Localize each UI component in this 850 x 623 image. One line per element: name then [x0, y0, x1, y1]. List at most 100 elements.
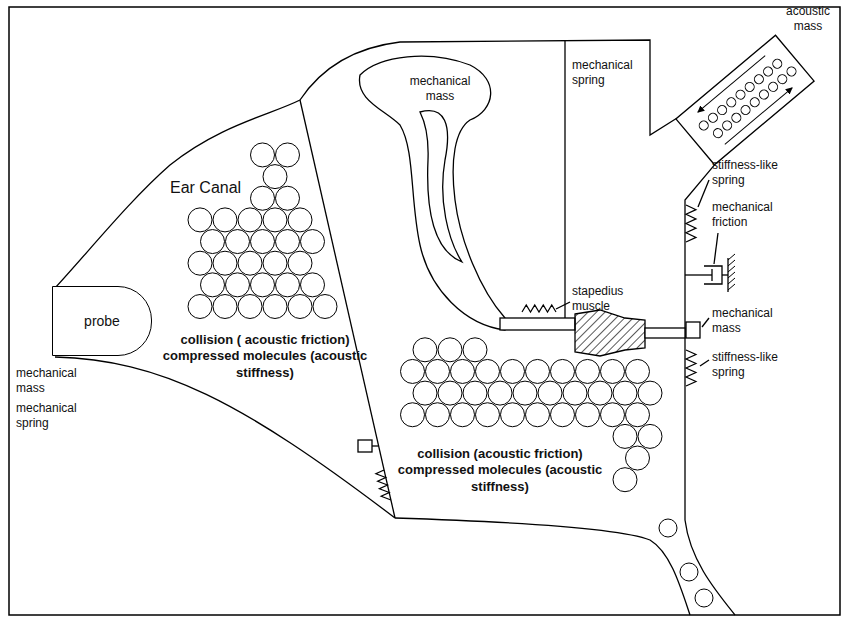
- canal-wall: [55, 357, 395, 518]
- air-molecule: [785, 65, 798, 78]
- air-molecule: [776, 73, 789, 86]
- air-molecule: [438, 338, 462, 362]
- eardrum: [300, 100, 395, 518]
- air-molecule: [526, 359, 550, 383]
- malleus-hole: [420, 111, 462, 262]
- air-molecule: [451, 403, 475, 427]
- middle-ear-wall: [685, 165, 735, 615]
- air-molecule: [753, 73, 766, 86]
- canal-wall: [55, 100, 300, 288]
- part-label: stiffness-like spring: [712, 350, 797, 380]
- air-molecule: [563, 381, 587, 405]
- air-molecule: [213, 295, 237, 319]
- air-molecule: [263, 251, 287, 275]
- air-molecule: [463, 338, 487, 362]
- leader-line: [714, 233, 718, 264]
- air-molecule: [638, 424, 662, 448]
- eardrum-spring: [376, 470, 391, 500]
- air-molecule: [288, 295, 312, 319]
- eardrum-damper: [358, 440, 372, 452]
- part-label: mechanical spring: [572, 58, 652, 88]
- air-molecule: [613, 381, 637, 405]
- air-molecule: [426, 403, 450, 427]
- ground-hatch: [728, 260, 735, 266]
- air-molecule: [476, 403, 500, 427]
- air-molecule: [313, 295, 337, 319]
- air-molecule: [725, 96, 738, 109]
- air-molecule: [601, 359, 625, 383]
- air-molecule: [680, 563, 698, 581]
- air-molecule: [551, 403, 575, 427]
- malleus-mass: [359, 56, 505, 330]
- probe-shape: probe: [52, 286, 152, 356]
- air-molecule: [526, 403, 550, 427]
- air-molecule: [301, 230, 325, 254]
- acoustic-mass-tube: [676, 35, 814, 165]
- ground-hatch: [728, 266, 735, 272]
- air-molecule: [276, 186, 300, 210]
- air-molecule: [613, 468, 637, 492]
- air-molecule: [638, 381, 662, 405]
- stapes-footplate: [645, 328, 685, 338]
- air-molecule: [659, 519, 677, 537]
- region-note: collision ( acoustic friction) compresse…: [160, 332, 370, 381]
- air-molecule: [401, 403, 425, 427]
- air-molecule: [739, 104, 752, 117]
- air-molecule: [413, 381, 437, 405]
- part-label: mechanical mass: [403, 74, 477, 104]
- air-molecule: [767, 81, 780, 94]
- air-molecule: [476, 359, 500, 383]
- friction-piston: [711, 269, 712, 281]
- air-molecule: [276, 273, 300, 297]
- leader-line: [698, 180, 709, 207]
- air-molecule: [716, 104, 729, 117]
- air-molecule: [488, 381, 512, 405]
- middle-ear-wall: [300, 40, 676, 135]
- air-molecule: [707, 111, 720, 124]
- air-molecule: [762, 65, 775, 78]
- frame: [9, 7, 840, 615]
- ground-hatch: [728, 284, 735, 290]
- air-molecule: [263, 208, 287, 232]
- air-molecule: [463, 381, 487, 405]
- friction-rod: [685, 274, 712, 275]
- ground-hatch: [728, 272, 735, 278]
- air-molecule: [251, 273, 275, 297]
- air-molecule: [626, 359, 650, 383]
- air-molecule: [588, 381, 612, 405]
- air-molecule: [238, 295, 262, 319]
- air-molecule: [213, 208, 237, 232]
- ground-hatch: [728, 254, 735, 260]
- muscle-label: stapedius muscle: [572, 284, 642, 314]
- air-molecule: [288, 251, 312, 275]
- air-molecule: [188, 208, 212, 232]
- air-molecule: [748, 96, 761, 109]
- air-molecule: [263, 165, 287, 189]
- mechanical-mass-block: [686, 322, 700, 338]
- region-note: collision (acoustic friction) compressed…: [395, 446, 605, 495]
- air-molecule: [263, 295, 287, 319]
- air-molecule: [188, 251, 212, 275]
- stiffness-spring: [686, 350, 696, 386]
- air-molecule: [251, 230, 275, 254]
- air-molecule: [501, 359, 525, 383]
- part-label: mechanical spring: [16, 401, 91, 431]
- part-label: mechanical friction: [712, 200, 797, 230]
- middle-ear-wall: [395, 518, 690, 615]
- air-molecule: [276, 230, 300, 254]
- region-label: Ear Canal: [170, 178, 241, 198]
- air-molecule: [626, 403, 650, 427]
- stiffness-spring: [686, 205, 696, 242]
- air-molecule: [251, 143, 275, 167]
- node-text: probe: [84, 313, 120, 330]
- air-molecule: [301, 273, 325, 297]
- friction-cup: [704, 266, 722, 284]
- leader-line: [702, 318, 709, 327]
- air-molecule: [538, 381, 562, 405]
- air-molecule: [551, 359, 575, 383]
- air-molecule: [743, 81, 756, 94]
- air-molecule: [501, 403, 525, 427]
- part-label: mechanical mass: [712, 306, 797, 336]
- leader-line: [556, 302, 570, 309]
